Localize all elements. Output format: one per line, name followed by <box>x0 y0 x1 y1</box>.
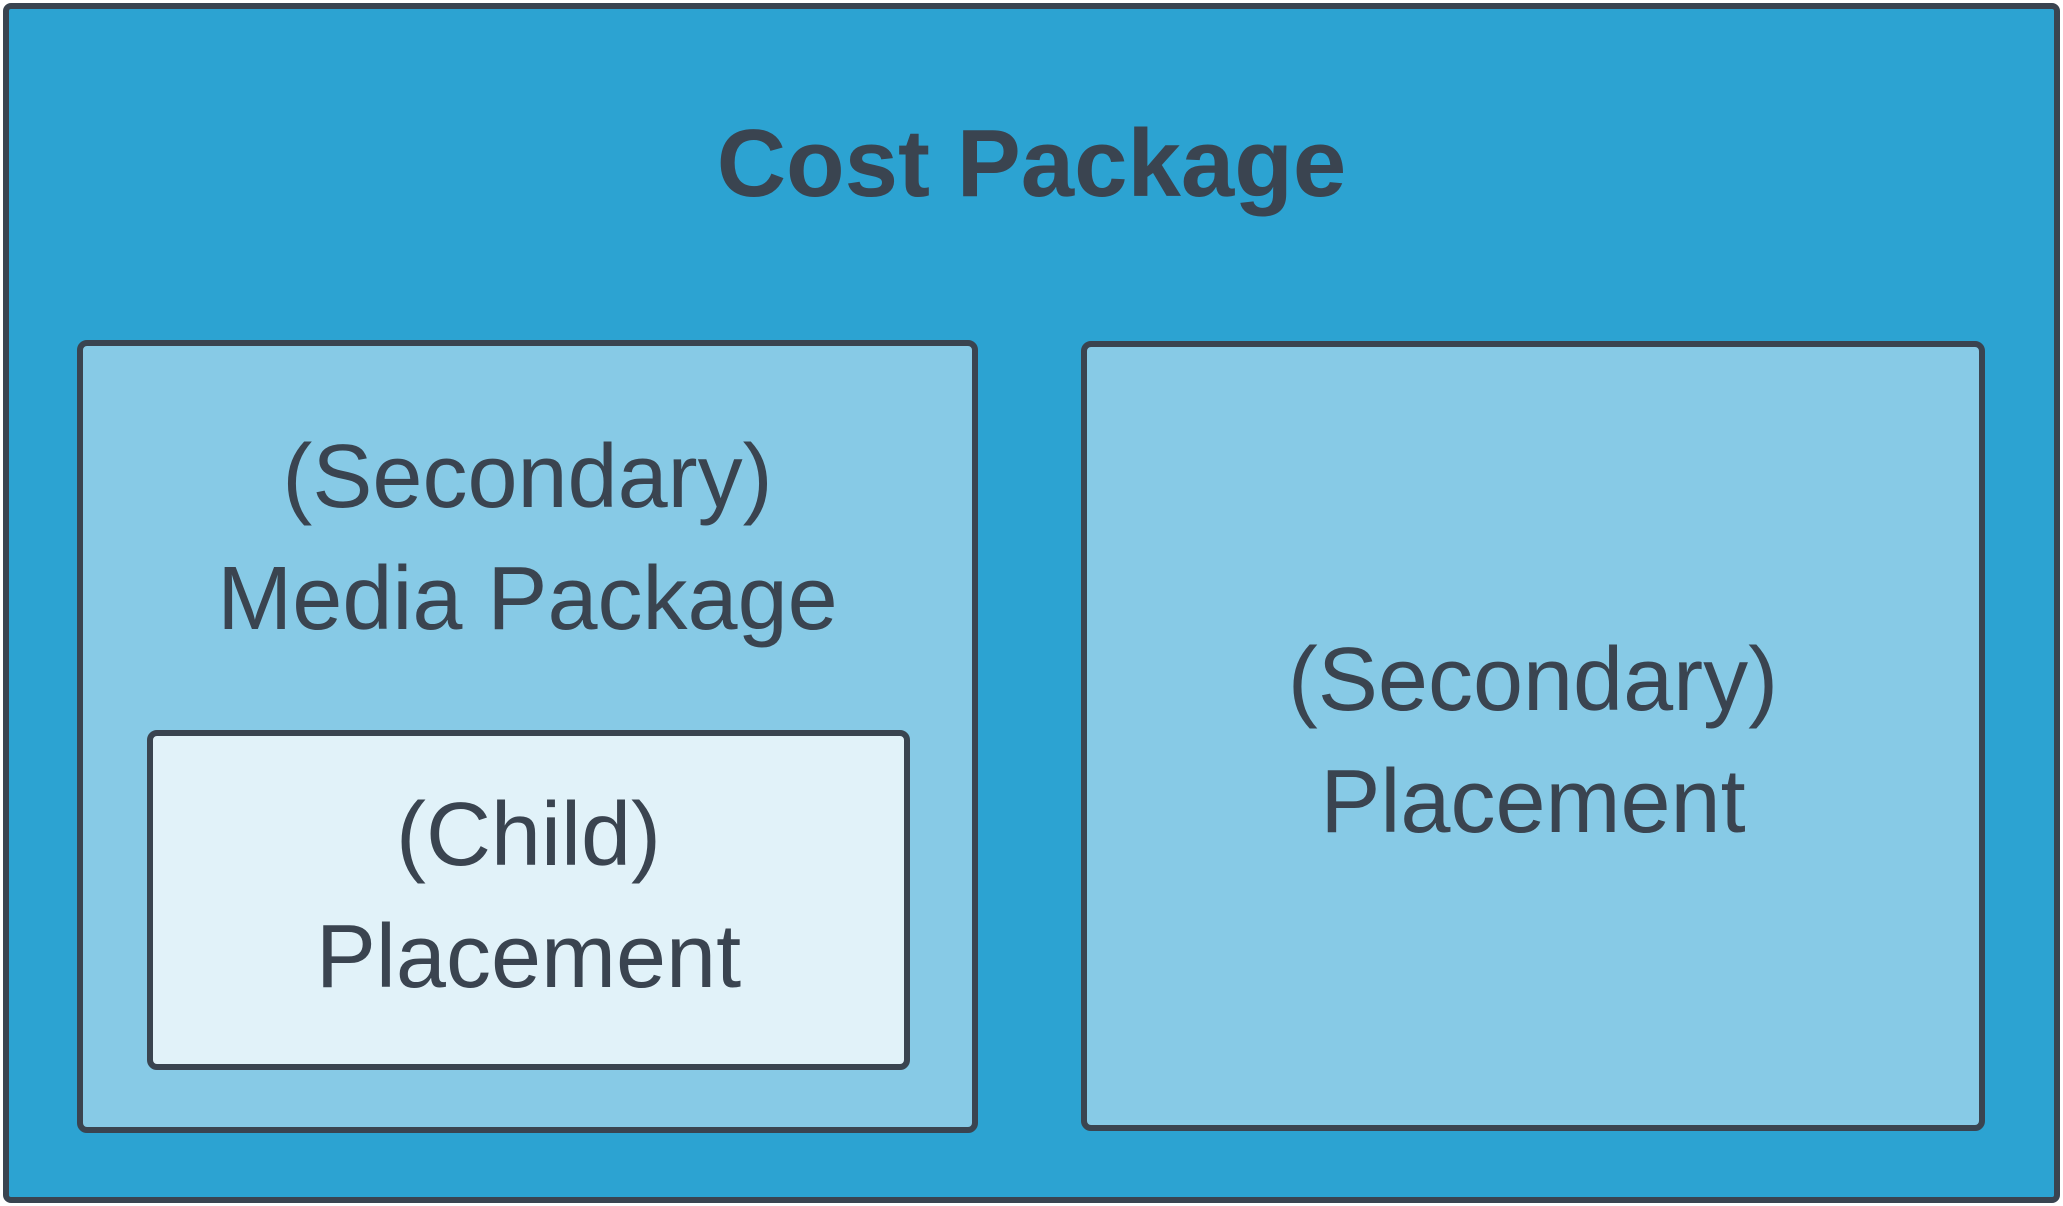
secondary-placement-line2: Placement <box>1320 752 1746 852</box>
child-placement-label: (Child) Placement <box>153 774 904 1018</box>
media-package-line1: (Secondary) <box>282 427 773 527</box>
secondary-placement-line1: (Secondary) <box>1287 630 1779 730</box>
media-package-label: (Secondary) Media Package <box>83 416 972 660</box>
secondary-placement-box: (Secondary) Placement <box>1081 341 1985 1131</box>
secondary-placement-label: (Secondary) Placement <box>1288 619 1778 863</box>
child-placement-box: (Child) Placement <box>147 730 910 1070</box>
media-package-line2: Media Package <box>217 549 838 649</box>
child-placement-line2: Placement <box>315 907 742 1007</box>
child-placement-line1: (Child) <box>395 785 662 885</box>
cost-package-title: Cost Package <box>716 110 1347 217</box>
